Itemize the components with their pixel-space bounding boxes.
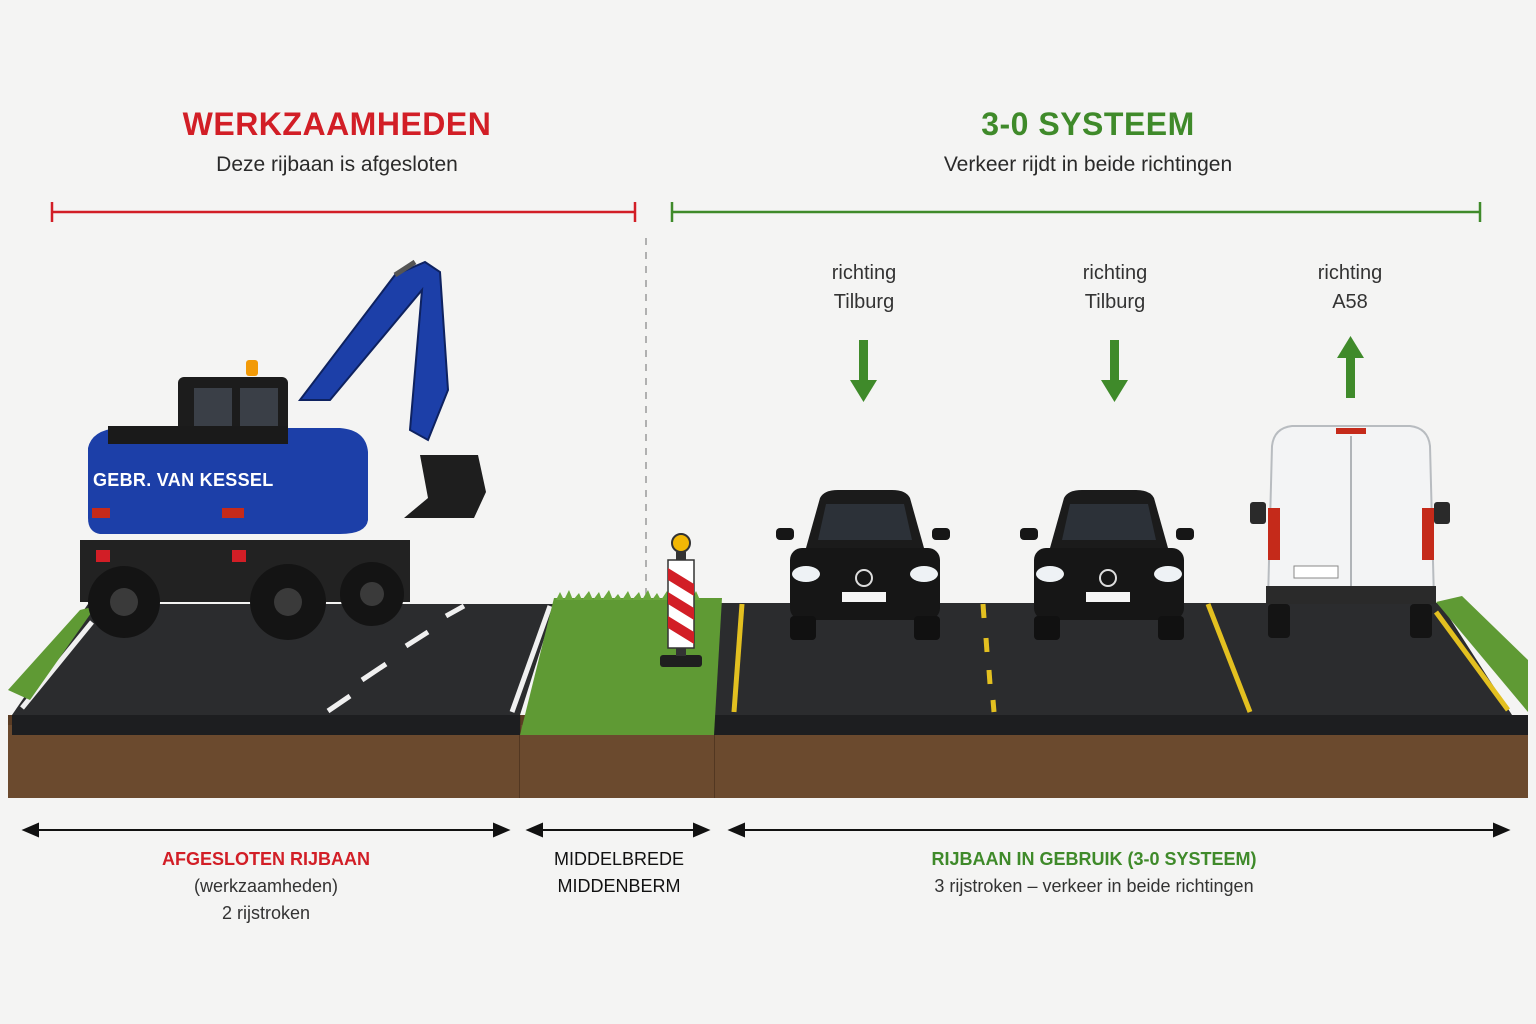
direction-label-2: richting Tilburg bbox=[1083, 259, 1147, 317]
right-range-bracket bbox=[670, 202, 1482, 222]
direction-word: richting bbox=[831, 262, 897, 284]
closed-carriageway bbox=[12, 603, 555, 735]
down-arrow-icon bbox=[850, 340, 877, 402]
footer-median-line2: MIDDENBERM bbox=[557, 876, 681, 896]
footer-median-line1: MIDDELBREDE bbox=[553, 849, 685, 869]
excavator-label: GEBR. VAN KESSEL bbox=[93, 470, 274, 490]
closed-edge-line-right bbox=[509, 605, 553, 713]
left-section-title: WERKZAAMHEDEN bbox=[182, 106, 492, 142]
in-use-width-arrow bbox=[727, 822, 1511, 838]
warning-beacon-icon bbox=[660, 533, 702, 667]
down-arrow-icon bbox=[1101, 340, 1128, 402]
direction-word: richting bbox=[1082, 262, 1148, 284]
footer-in-use-line1: 3 rijstroken – verkeer in beide richting… bbox=[934, 876, 1254, 896]
yellow-lane-divider-dashed bbox=[980, 603, 997, 713]
excavator-icon bbox=[80, 259, 486, 640]
footer-median-caption: MIDDELBREDE MIDDENBERM bbox=[554, 846, 684, 900]
grass-verge-left bbox=[8, 606, 96, 700]
grass-verge-right bbox=[1436, 596, 1528, 712]
median-width-arrow bbox=[525, 822, 711, 838]
left-range-bracket bbox=[50, 202, 637, 222]
up-arrow-icon bbox=[1337, 336, 1364, 398]
footer-closed-title: AFGESLOTEN RIJBAAN bbox=[161, 849, 371, 869]
yellow-edge-line-left bbox=[731, 603, 745, 713]
direction-word: richting bbox=[1317, 262, 1383, 284]
closed-width-arrow bbox=[21, 822, 511, 838]
right-section-subtitle: Verkeer rijdt in beide richtingen bbox=[943, 153, 1233, 176]
direction-place: A58 bbox=[1332, 291, 1368, 313]
footer-in-use-caption: RIJBAAN IN GEBRUIK (3-0 SYSTEEM) 3 rijst… bbox=[931, 846, 1256, 900]
left-section-subtitle: Deze rijbaan is afgesloten bbox=[216, 153, 458, 176]
car-icon bbox=[1020, 490, 1194, 640]
footer-closed-line1: (werkzaamheden) bbox=[193, 876, 339, 896]
van-icon bbox=[1250, 425, 1450, 638]
open-carriageway bbox=[714, 603, 1528, 735]
yellow-edge-line-right bbox=[1433, 610, 1511, 712]
direction-place: Tilburg bbox=[1084, 291, 1146, 313]
direction-label-3: richting A58 bbox=[1318, 259, 1382, 317]
yellow-lane-divider-solid bbox=[1205, 603, 1253, 713]
car-icon bbox=[776, 490, 950, 640]
footer-in-use-title: RIJBAAN IN GEBRUIK (3-0 SYSTEEM) bbox=[931, 849, 1257, 869]
direction-label-1: richting Tilburg bbox=[832, 259, 896, 317]
direction-place: Tilburg bbox=[833, 291, 895, 313]
footer-closed-line2: 2 rijstroken bbox=[221, 903, 311, 923]
footer-closed-caption: AFGESLOTEN RIJBAAN (werkzaamheden) 2 rij… bbox=[162, 846, 370, 927]
closed-lane-divider bbox=[326, 603, 466, 714]
right-section-title: 3-0 SYSTEEM bbox=[981, 106, 1195, 142]
